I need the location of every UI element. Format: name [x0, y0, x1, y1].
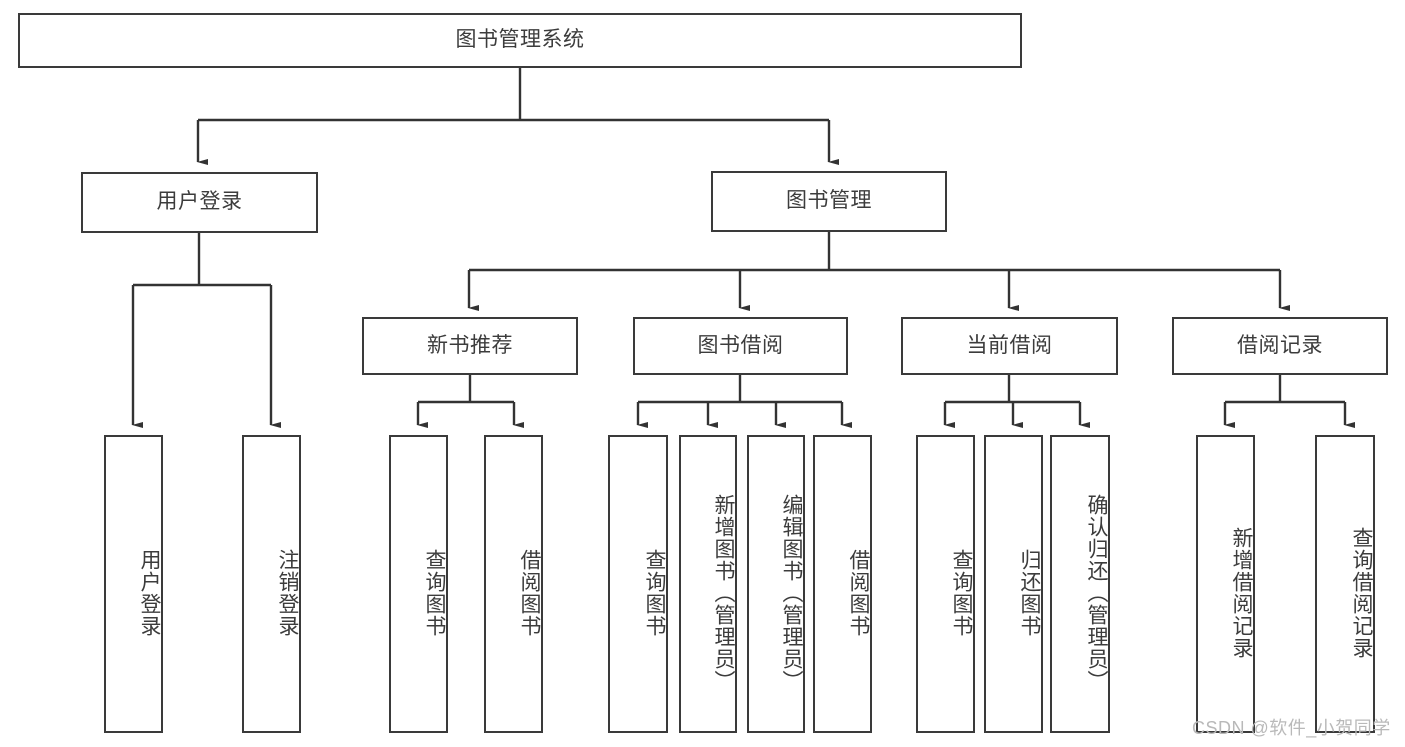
node-leaf-edit-book-admin[interactable]: 编辑图书（管理员）	[747, 435, 805, 733]
node-book-management-system[interactable]: 图书管理系统	[18, 13, 1022, 68]
node-label: 归还图书	[1018, 549, 1041, 637]
node-leaf-borrow-books-1[interactable]: 借阅图书	[484, 435, 543, 733]
node-label: 借阅图书	[518, 549, 541, 637]
node-label: 新书推荐	[427, 333, 513, 357]
node-label: 当前借阅	[966, 333, 1053, 357]
node-label: 借阅记录	[1237, 333, 1323, 357]
node-leaf-confirm-return-admin[interactable]: 确认归还（管理员）	[1050, 435, 1110, 733]
node-current-borrowing[interactable]: 当前借阅	[901, 317, 1118, 375]
node-label: 注销登录	[276, 549, 299, 637]
node-leaf-return-books[interactable]: 归还图书	[984, 435, 1043, 733]
node-label: 图书管理系统	[455, 28, 585, 52]
node-leaf-query-books-2[interactable]: 查询图书	[608, 435, 668, 733]
node-leaf-logout-login[interactable]: 注销登录	[242, 435, 301, 733]
node-leaf-query-borrow-record[interactable]: 查询借阅记录	[1315, 435, 1375, 733]
node-label: 新增图书（管理员）	[712, 494, 735, 692]
node-leaf-add-borrow-record[interactable]: 新增借阅记录	[1196, 435, 1255, 733]
node-label: 查询图书	[643, 549, 666, 637]
node-label: 查询图书	[950, 549, 973, 637]
node-label: 用户登录	[138, 549, 161, 637]
node-label: 编辑图书（管理员）	[780, 494, 803, 692]
node-user-login[interactable]: 用户登录	[81, 172, 318, 233]
node-label: 确认归还（管理员）	[1085, 494, 1108, 692]
node-label: 新增借阅记录	[1230, 527, 1253, 659]
node-leaf-add-book-admin[interactable]: 新增图书（管理员）	[679, 435, 737, 733]
node-label: 借阅图书	[847, 549, 870, 637]
node-leaf-borrow-books-2[interactable]: 借阅图书	[813, 435, 872, 733]
node-leaf-query-books-3[interactable]: 查询图书	[916, 435, 975, 733]
node-leaf-query-books-1[interactable]: 查询图书	[389, 435, 448, 733]
node-new-book-recommendation[interactable]: 新书推荐	[362, 317, 578, 375]
node-label: 查询借阅记录	[1350, 527, 1373, 659]
node-label: 用户登录	[156, 190, 243, 214]
node-borrow-records[interactable]: 借阅记录	[1172, 317, 1388, 375]
node-label: 查询图书	[423, 549, 446, 637]
node-leaf-user-login[interactable]: 用户登录	[104, 435, 163, 733]
node-label: 图书借阅	[697, 333, 784, 357]
node-book-management[interactable]: 图书管理	[711, 171, 947, 232]
node-label: 图书管理	[786, 189, 872, 213]
node-book-borrowing[interactable]: 图书借阅	[633, 317, 848, 375]
